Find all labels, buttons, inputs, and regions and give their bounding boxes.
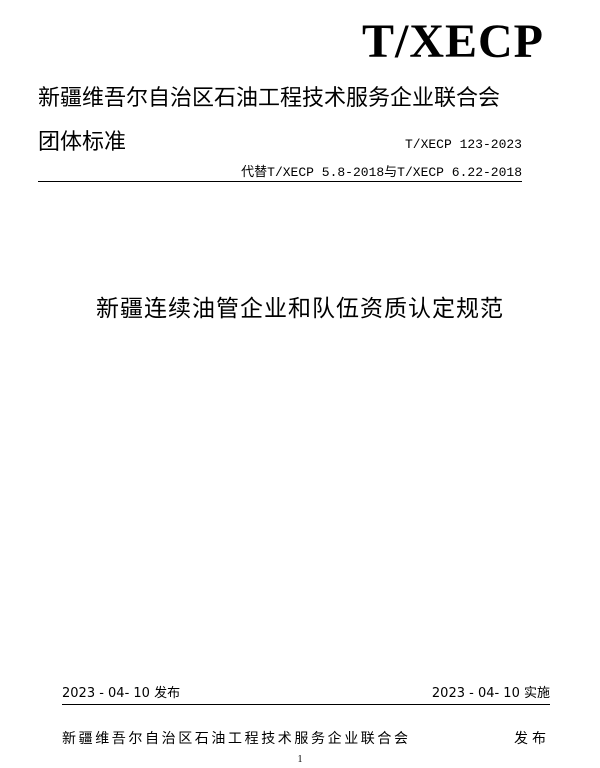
- issue-date: 2023 - 04- 10 发布: [62, 686, 181, 701]
- document-title: 新疆连续油管企业和队伍资质认定规范: [96, 296, 504, 322]
- standard-logo: T/XECP: [361, 15, 544, 68]
- header-divider: [38, 181, 522, 182]
- publisher-name: 新疆维吾尔自治区石油工程技术服务企业联合会: [62, 731, 411, 747]
- organization-name: 新疆维吾尔自治区石油工程技术服务企业联合会: [38, 86, 501, 111]
- page-number: 1: [297, 754, 303, 765]
- publish-label: 发布: [514, 731, 550, 747]
- footer-divider: [62, 704, 550, 705]
- standard-type: 团体标准: [38, 130, 127, 155]
- implementation-date: 2023 - 04- 10 实施: [431, 686, 550, 701]
- standard-number: T/XECP 123-2023: [404, 137, 522, 152]
- replaces-note: 代替T/XECP 5.8-2018与T/XECP 6.22-2018: [241, 165, 522, 180]
